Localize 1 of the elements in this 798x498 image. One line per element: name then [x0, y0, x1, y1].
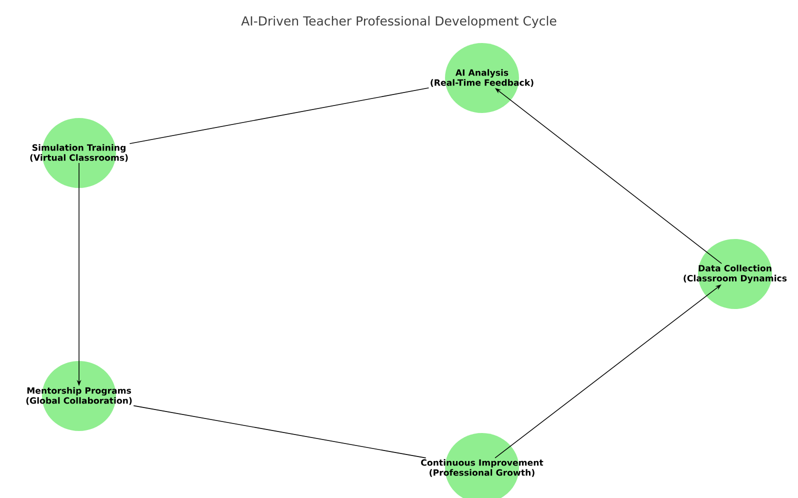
title: AI-Driven Teacher Professional Development Cycle [241, 16, 556, 28]
